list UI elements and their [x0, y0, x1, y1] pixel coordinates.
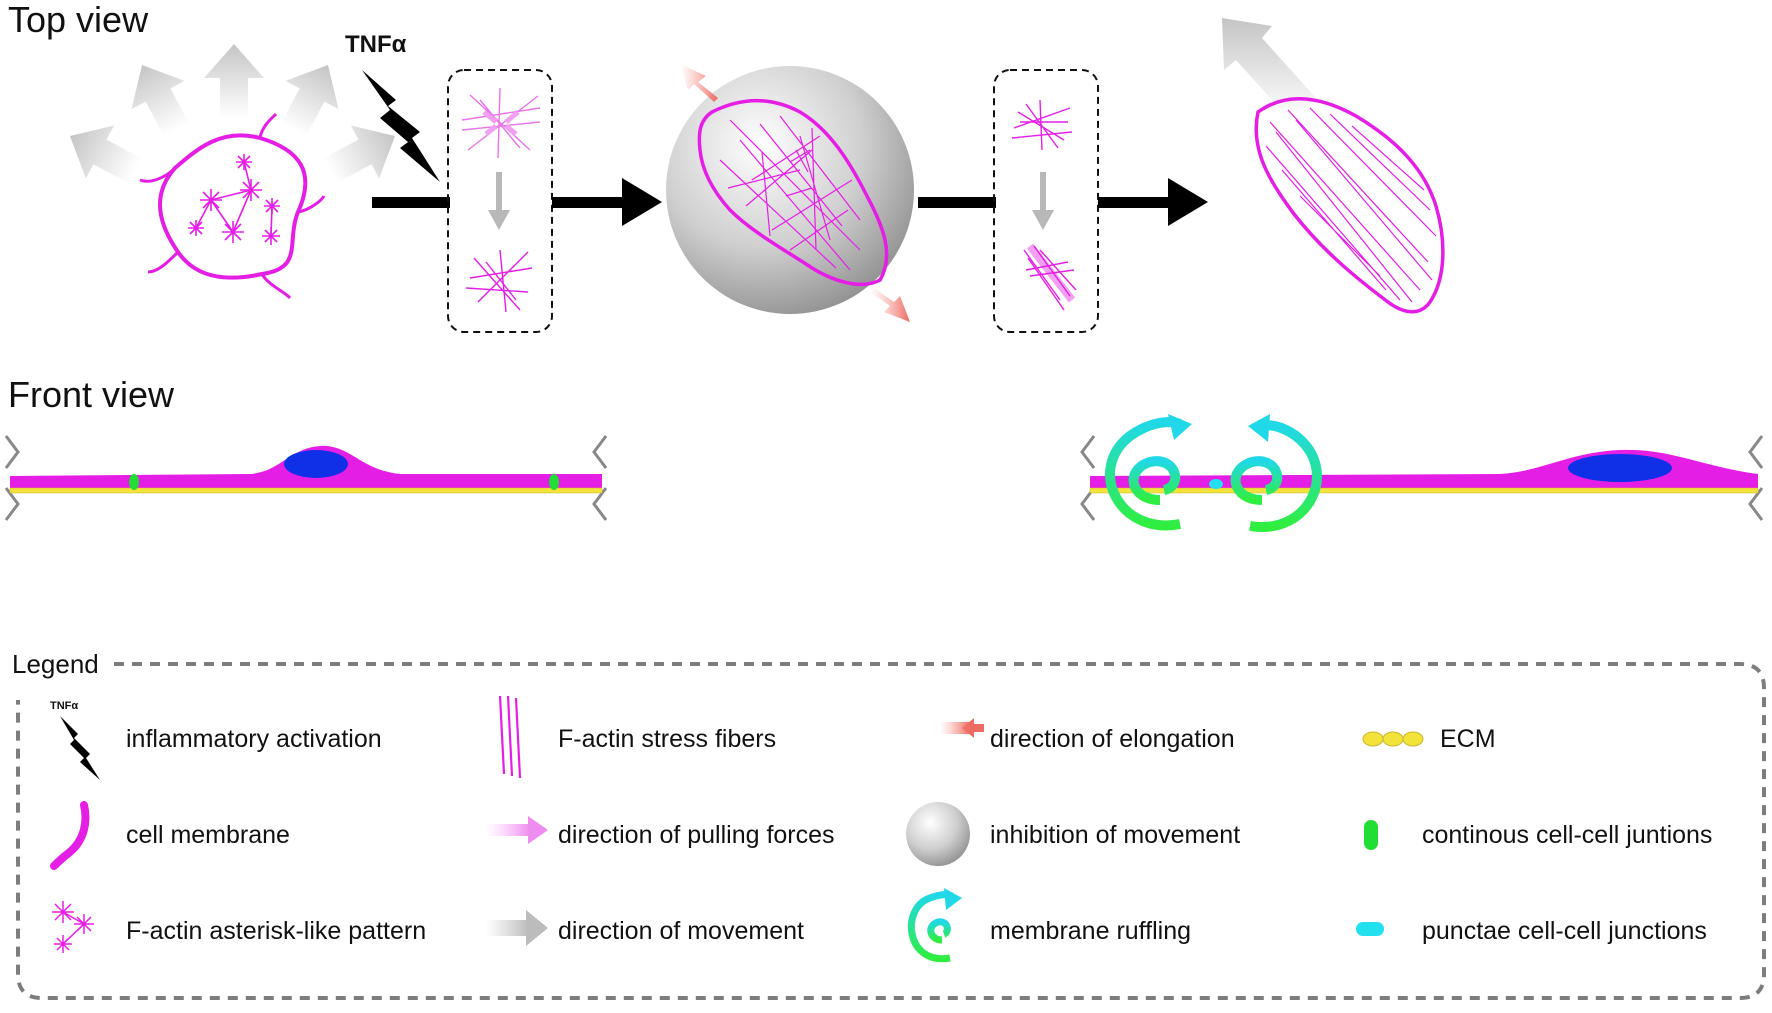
flow-line-4 — [1098, 197, 1170, 208]
elongation-arrow-bottom — [870, 288, 910, 322]
legend-mini-stimulus: TNFα — [50, 700, 78, 712]
frame-break-left-top-2 — [1080, 435, 1096, 469]
legend-label-membrane: cell membrane — [126, 821, 290, 849]
front-right-cell — [1080, 414, 1764, 533]
legend-label-asterisk: F-actin asterisk-like pattern — [126, 917, 426, 945]
asterisk-icon — [52, 901, 94, 953]
frame-break-right-top — [592, 435, 608, 469]
flow-line-2 — [552, 197, 624, 208]
legend-labels: inflammatory activation F-actin stress f… — [126, 725, 1712, 945]
elongation-arrow-tail — [940, 722, 970, 734]
elongated-cell — [1254, 97, 1445, 314]
lightning-bolt-icon — [60, 716, 100, 780]
transition-box-1 — [447, 69, 553, 333]
flow-line-3 — [918, 197, 996, 208]
movement-arrow-down-1 — [488, 172, 510, 230]
front-view-title: Front view — [8, 374, 175, 415]
elongation-arrow-icon — [962, 718, 984, 738]
cell-asterisk-pattern — [139, 112, 326, 300]
punctae-junction-icon — [1356, 922, 1384, 936]
elongation-arrow-top — [680, 64, 718, 102]
transition-1-after — [465, 249, 533, 313]
frame-break-right-bottom-2 — [1748, 487, 1764, 521]
movement-arrow-icon — [486, 910, 548, 946]
membrane-stroke-icon — [50, 801, 90, 870]
ecm-left — [9, 487, 603, 494]
legend-frame — [16, 662, 1766, 1000]
lightning-bolt-icon — [362, 70, 440, 182]
legend-label-ecm: ECM — [1440, 725, 1496, 753]
nucleus-left — [284, 450, 348, 478]
flow-arrowhead-4 — [1168, 178, 1208, 226]
membrane-ruffle-1 — [1105, 414, 1192, 531]
legend-label-inflammatory: inflammatory activation — [126, 725, 382, 753]
frame-break-left-bottom — [4, 487, 20, 521]
sphere-icon — [906, 802, 970, 866]
legend-label-continuous: continous cell-cell juntions — [1422, 821, 1712, 849]
ecm-right — [1089, 487, 1759, 494]
legend-label-pulling: direction of pulling forces — [558, 821, 835, 849]
transition-2-after — [1023, 243, 1077, 311]
junction-punctae — [1209, 479, 1223, 489]
ruffle-spiral-icon — [907, 888, 962, 963]
legend-label-elongation: direction of elongation — [990, 725, 1235, 753]
legend-label-inhibition: inhibition of movement — [990, 821, 1240, 849]
flow-arrowhead-2 — [622, 178, 662, 226]
flow-line-1 — [372, 197, 450, 208]
movement-arrow-down-2 — [1032, 172, 1054, 230]
legend-label-movement: direction of movement — [558, 917, 804, 945]
junction-continuous-1 — [129, 474, 139, 490]
nucleus-right — [1568, 454, 1672, 482]
legend-label-punctae: punctae cell-cell junctions — [1422, 917, 1707, 945]
frame-break-right-bottom — [592, 487, 608, 521]
cell-in-sphere — [697, 99, 889, 287]
frame-break-left-bottom-2 — [1080, 487, 1096, 521]
movement-arrow-diagonal — [1222, 18, 1316, 120]
legend-label-ruffling: membrane ruffling — [990, 917, 1191, 945]
frame-break-right-top-2 — [1748, 435, 1764, 469]
stress-fibers-icon — [498, 695, 522, 779]
legend-title: Legend — [12, 649, 99, 679]
continuous-junction-icon — [1364, 820, 1378, 850]
legend-label-stress-fibers: F-actin stress fibers — [558, 725, 776, 753]
frame-break-left-top — [4, 435, 20, 469]
stimulus-label: TNFα — [345, 31, 407, 58]
ecm-beads-icon — [1362, 731, 1424, 747]
top-view-title: Top view — [8, 0, 149, 40]
transition-2-before — [1011, 99, 1073, 151]
movement-arrows-radial — [55, 44, 410, 198]
junction-continuous-2 — [549, 474, 559, 490]
pulling-arrow-icon — [486, 816, 548, 844]
membrane-ruffle-2 — [1230, 414, 1322, 533]
transition-box-2 — [993, 69, 1099, 333]
front-left-cell — [4, 435, 608, 521]
transition-1-before — [461, 87, 541, 159]
inhibition-sphere — [666, 66, 914, 314]
